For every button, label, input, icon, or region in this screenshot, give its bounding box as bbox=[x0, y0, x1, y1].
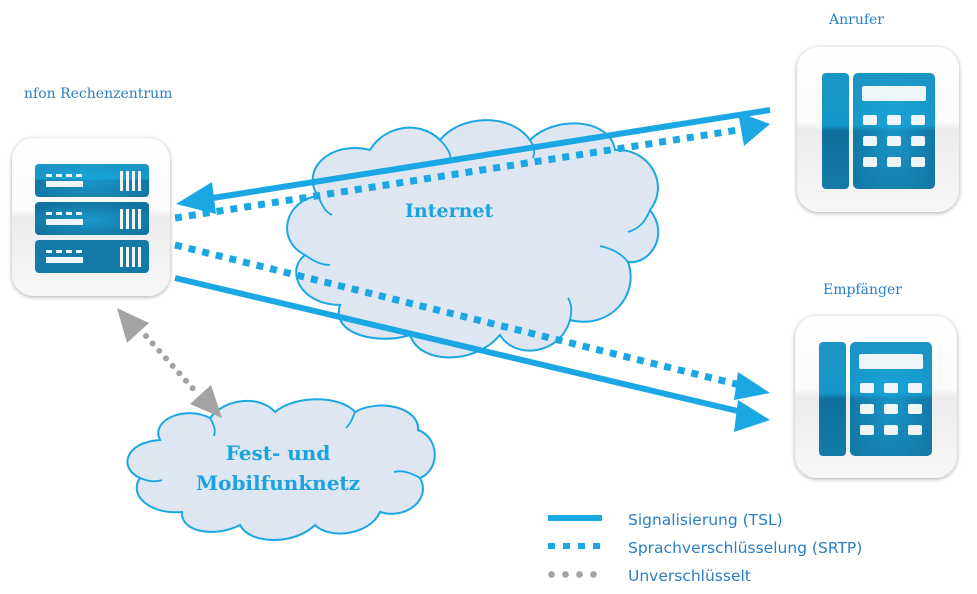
fixed-mobile-label: Fest- und Mobilfunknetz bbox=[188, 438, 368, 498]
cloud-fold bbox=[209, 417, 216, 437]
desk-phone-icon bbox=[822, 73, 935, 189]
cloud-fold bbox=[599, 245, 629, 263]
internet-label: Internet bbox=[405, 200, 494, 222]
cloud-fold bbox=[567, 297, 573, 321]
legend-item-signaling: Signalisierung (TSL) bbox=[548, 506, 862, 534]
legend-label: Signalisierung (TSL) bbox=[628, 511, 783, 529]
cloud-fold bbox=[345, 411, 356, 429]
dotted-line-swatch-icon bbox=[548, 543, 602, 549]
legend-item-unencrypted: Unverschlüsselt bbox=[548, 562, 862, 590]
server-unit bbox=[35, 240, 149, 273]
connection-unencrypted-datacenter-fixed-mobile bbox=[117, 308, 222, 418]
unencrypted-line bbox=[143, 333, 199, 395]
caller-node[interactable] bbox=[797, 47, 959, 212]
fixed-mobile-cloud-shape bbox=[126, 398, 436, 541]
signaling-line bbox=[199, 107, 771, 203]
voice-encryption-line bbox=[174, 126, 739, 222]
gray-dots-swatch-icon bbox=[548, 571, 602, 578]
datacenter-label: nfon Rechenzentrum bbox=[24, 86, 173, 102]
phone-display bbox=[859, 354, 923, 369]
legend: Signalisierung (TSL) Sprachverschlüsselu… bbox=[548, 506, 862, 590]
cloud-fold bbox=[627, 209, 651, 233]
cloud-fold bbox=[304, 254, 331, 266]
arrowhead-icon bbox=[734, 400, 770, 432]
arrowhead-icon bbox=[190, 385, 222, 418]
phone-display bbox=[862, 86, 926, 101]
arrowhead-icon bbox=[117, 308, 149, 343]
server-rack-icon bbox=[35, 164, 149, 273]
legend-label: Unverschlüsselt bbox=[628, 567, 751, 585]
handset bbox=[822, 73, 849, 189]
keypad bbox=[863, 115, 925, 167]
connection-signaling-caller-to-datacenter bbox=[176, 107, 771, 214]
legend-label: Sprachverschlüsselung (SRTP) bbox=[628, 539, 863, 557]
connection-signaling-datacenter-to-receiver bbox=[174, 275, 770, 432]
cloud-fold bbox=[393, 470, 421, 479]
connection-voice-datacenter-to-caller bbox=[174, 112, 770, 222]
connection-voice-datacenter-to-receiver bbox=[174, 241, 770, 400]
arrowhead-icon bbox=[176, 182, 216, 214]
receiver-label: Empfänger bbox=[823, 282, 902, 298]
desk-phone-icon bbox=[819, 342, 932, 456]
handset bbox=[819, 342, 846, 456]
receiver-node[interactable] bbox=[795, 316, 957, 478]
fixed-mobile-label-line1: Fest- und bbox=[225, 441, 331, 465]
cloud-fold bbox=[139, 477, 163, 483]
fixed-mobile-label-line2: Mobilfunknetz bbox=[195, 471, 361, 495]
arrowhead-icon bbox=[738, 112, 770, 146]
fixed-mobile-cloud bbox=[126, 398, 436, 541]
signaling-line bbox=[174, 275, 743, 415]
arrowhead-icon bbox=[734, 372, 770, 400]
legend-item-voice-encryption: Sprachverschlüsselung (SRTP) bbox=[548, 534, 862, 562]
caller-label: Anrufer bbox=[829, 12, 884, 28]
server-unit bbox=[35, 202, 149, 235]
keypad bbox=[860, 383, 922, 435]
solid-line-swatch-icon bbox=[548, 515, 602, 521]
server-unit bbox=[35, 164, 149, 197]
datacenter-node[interactable] bbox=[12, 138, 170, 296]
